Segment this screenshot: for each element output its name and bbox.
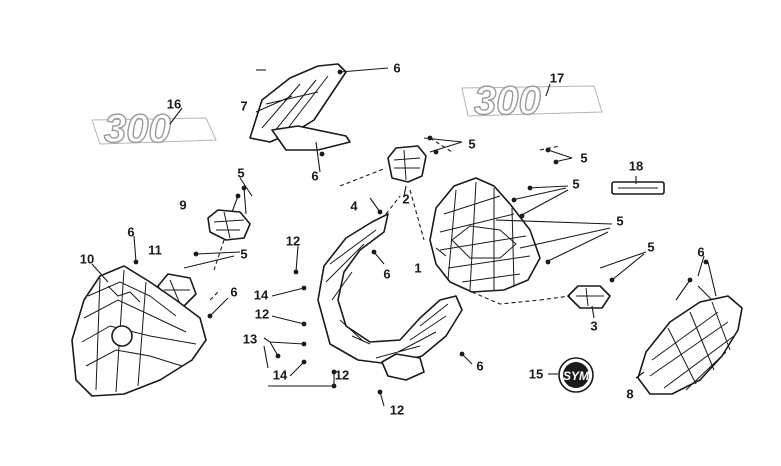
decal-300-right: 300 (461, 78, 603, 124)
callout-7: 7 (240, 98, 248, 114)
fastener-dots (133, 69, 709, 395)
callout-11: 11 (148, 242, 162, 258)
callout-14-a: 14 (253, 287, 269, 303)
callout-14-b: 14 (272, 367, 288, 383)
callout-6-d: 6 (127, 224, 135, 240)
callout-12-d: 12 (389, 402, 405, 418)
callout-12-b: 12 (254, 306, 270, 322)
part-15-emblem: SYM (558, 357, 594, 393)
callout-17: 17 (549, 70, 565, 86)
callout-6-g: 6 (476, 358, 484, 374)
callout-6-e: 6 (230, 284, 238, 300)
decal-300-left-text: 300 (104, 107, 171, 151)
callout-10: 10 (79, 251, 95, 267)
callout-1: 1 (414, 260, 422, 276)
callout-18: 18 (628, 158, 644, 174)
emblem-text: SYM (563, 369, 590, 383)
part-2-housing (387, 145, 427, 183)
callout-3: 3 (590, 318, 598, 334)
callout-12-a: 12 (285, 233, 301, 249)
callout-5-c: 5 (572, 176, 580, 192)
part-7-cover (249, 63, 351, 151)
callout-6-b: 6 (311, 168, 319, 184)
decal-300-right-text: 300 (474, 79, 541, 123)
callout-5-g: 5 (240, 246, 248, 262)
callout-9: 9 (179, 197, 187, 213)
part-18-strip (611, 181, 665, 195)
part-9-bracket (207, 209, 251, 241)
part-4-inner-frame (317, 213, 463, 381)
callout-5-f: 5 (237, 165, 245, 181)
callout-5-a: 5 (468, 136, 476, 152)
callout-2: 2 (402, 191, 410, 207)
part-10-front-cover (71, 265, 207, 397)
part-1-headlight-cover (429, 177, 541, 293)
callout-12-c: 12 (334, 367, 350, 383)
part-8-side-cover (637, 295, 743, 395)
callout-6-f: 6 (383, 266, 391, 282)
callout-5-b: 5 (580, 150, 588, 166)
callout-6-a: 6 (393, 60, 401, 76)
callout-5-d: 5 (616, 213, 624, 229)
callout-16: 16 (166, 96, 182, 112)
callout-15: 15 (528, 366, 544, 382)
assembly-line-1 (339, 167, 571, 305)
callout-5-e: 5 (647, 239, 655, 255)
callout-8: 8 (626, 386, 634, 402)
callout-13: 13 (242, 331, 258, 347)
decal-300-left: 300 (91, 106, 217, 152)
part-3-lamp (567, 285, 611, 309)
callout-4: 4 (350, 198, 358, 214)
assembly-line-2 (209, 137, 561, 301)
callout-6-c: 6 (697, 244, 705, 260)
